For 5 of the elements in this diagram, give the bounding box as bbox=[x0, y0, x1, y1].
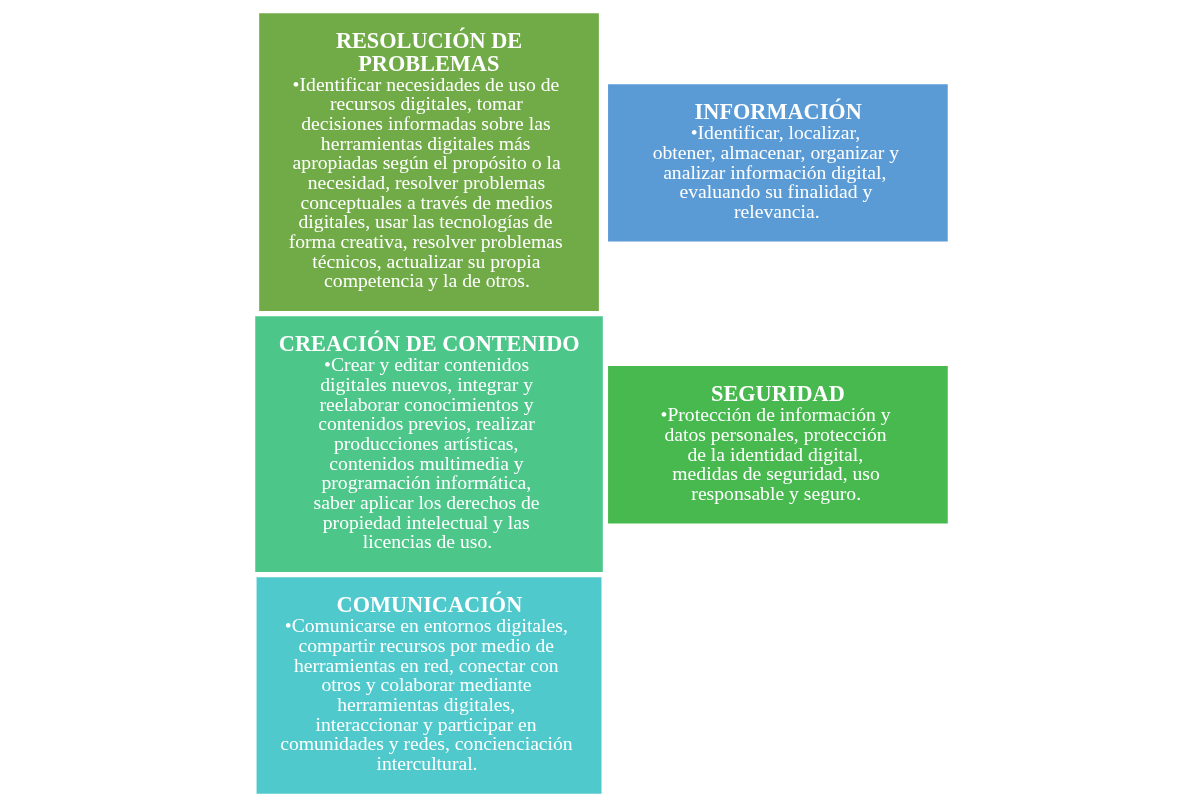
node-box: SEGURIDAD •Protección de información y datos personales, protección de la identidad digital, medidas de seguridad, uso responsable y seguro. bbox=[608, 366, 948, 524]
node-box: CREACIÓN DE CONTENIDO •Crear y editar contenidos digitales nuevos, integrar y reelaborar conocimientos y contenidos previos, realizar producciones artísticas, contenidos multimedia y programación informática, saber aplicar los derechos de propiedad intelectual y las licencias de uso. bbox=[255, 316, 603, 573]
node-box: COMUNICACIÓN •Comunicarse en entornos digitales, compartir recursos por medio de herramientas en red, conectar con otros y colaborar mediante herramientas digitales, interaccionar y participar en comunidades y redes, concienciación intercultural. bbox=[256, 577, 602, 794]
node-box: RESOLUCIÓN DE PROBLEMAS •Identificar necesidades de uso de recursos digitales, tomar decisiones informadas sobre las herramientas digitales más apropiadas según el propósito o la necesidad, resolver problemas conceptuales a través de medios digitales, usar las tecnologías de forma creativa, resolver problemas técnicos, actualizar su propia competencia y la de otros. bbox=[259, 13, 599, 312]
node-box: INFORMACIÓN •Identificar, localizar, obtener, almacenar, organizar y analizar información digital, evaluando su finalidad y relevancia. bbox=[608, 84, 948, 242]
